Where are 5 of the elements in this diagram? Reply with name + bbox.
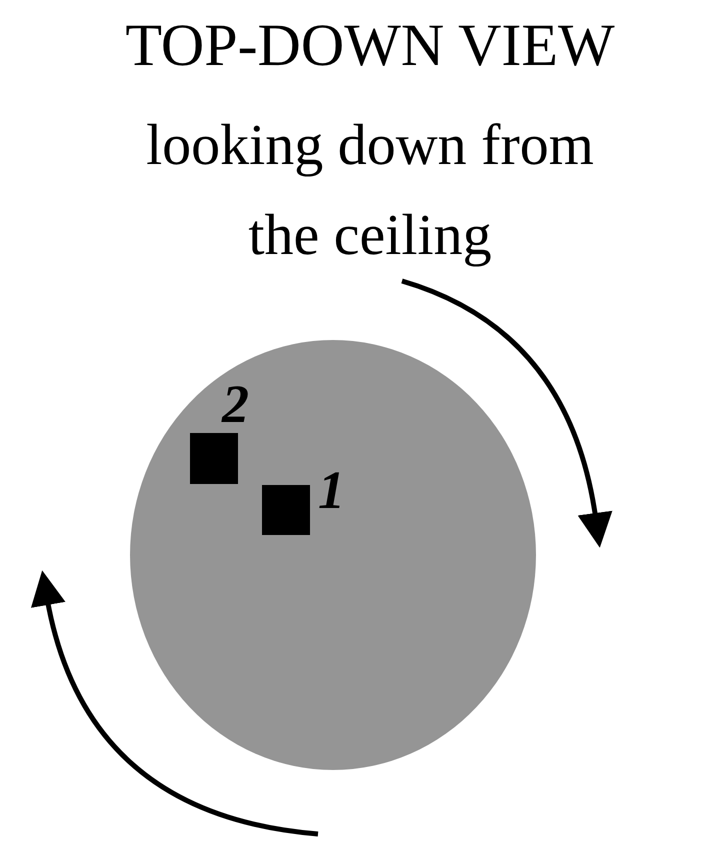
subtitle: looking down from the ceiling	[145, 111, 595, 269]
title: TOP-DOWN VIEW	[124, 12, 616, 78]
position-number: 1	[318, 465, 345, 515]
position-number: 2	[222, 379, 249, 429]
turntable-disc	[130, 340, 536, 770]
